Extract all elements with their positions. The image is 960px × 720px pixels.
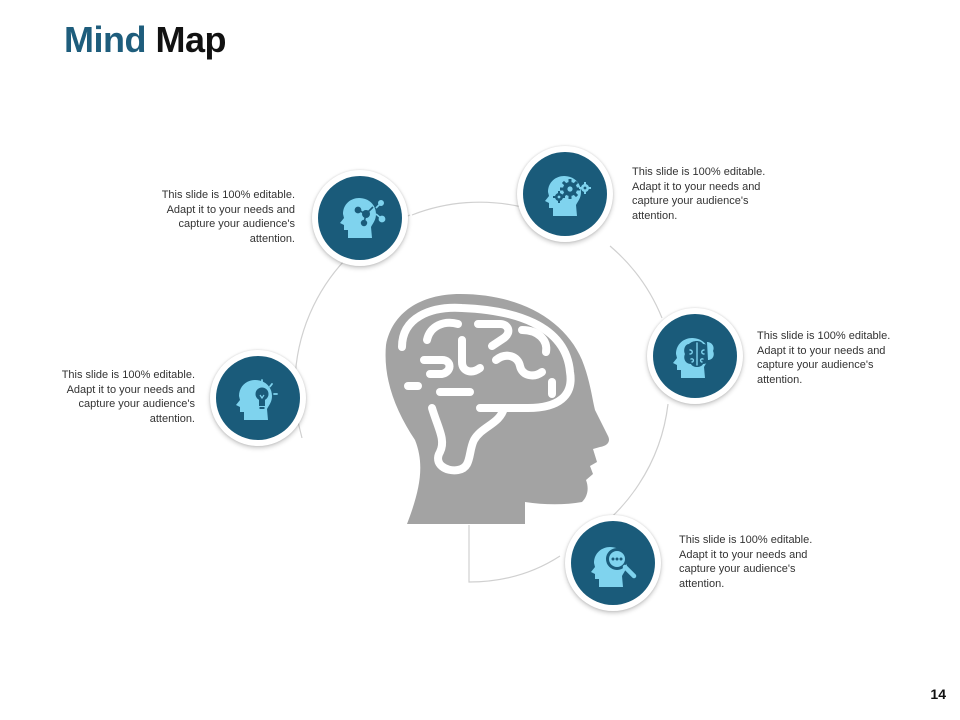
node-disc [523, 152, 607, 236]
head-brain-icon [673, 338, 714, 378]
head-gears-icon [545, 176, 591, 216]
node-caption: This slide is 100% editable. Adapt it to… [161, 189, 295, 245]
node-disc [571, 521, 655, 605]
page-title: Mind Map [64, 18, 226, 62]
title-word-mind: Mind [64, 19, 146, 60]
node-gears [517, 146, 613, 242]
node-disc [318, 176, 402, 260]
head-network-icon [340, 198, 386, 238]
head-search-icon [591, 547, 637, 587]
node-caption: This slide is 100% editable. Adapt it to… [632, 166, 766, 222]
title-word-map: Map [155, 19, 227, 60]
page-number: 14 [930, 686, 946, 702]
node-search [565, 515, 661, 611]
head-silhouette [385, 294, 610, 524]
node-disc [216, 356, 300, 440]
node-caption: This slide is 100% editable. Adapt it to… [679, 534, 813, 590]
node-caption: This slide is 100% editable. Adapt it to… [61, 369, 195, 425]
head-lightbulb-icon [236, 379, 278, 420]
node-brain [647, 308, 743, 404]
node-disc [653, 314, 737, 398]
node-lightbulb [210, 350, 306, 446]
node-network [312, 170, 408, 266]
node-caption: This slide is 100% editable. Adapt it to… [757, 330, 891, 386]
